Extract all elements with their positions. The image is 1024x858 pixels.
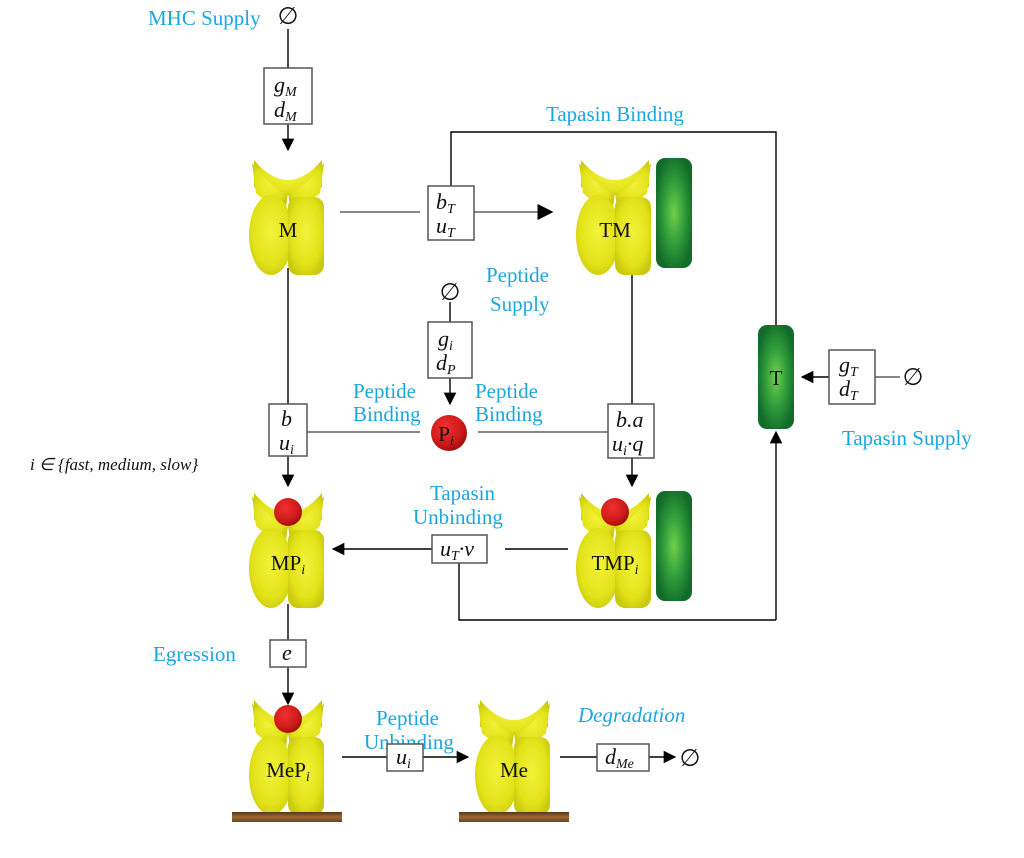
membrane-MePi: [232, 812, 342, 822]
rate-box-peptide-binding-m: b ui: [268, 403, 308, 458]
label-degradation: Degradation: [577, 703, 685, 727]
membrane-Me: [459, 812, 569, 822]
svg-text:uT: uT: [436, 213, 456, 241]
svg-text:ui·q: ui·q: [612, 431, 643, 459]
tapasin-binding-loop: [450, 131, 777, 325]
node-Me: Me: [475, 700, 550, 815]
label-tapasin-unbinding-2: Unbinding: [413, 505, 503, 529]
svg-text:gi: gi: [438, 326, 453, 354]
peptide-bound: [274, 705, 302, 733]
label-peptide-binding-right-1: Peptide: [475, 379, 538, 403]
rate-box-peptide-binding-tm: b.a ui·q: [607, 403, 655, 459]
label-mhc-supply: MHC Supply: [148, 6, 261, 30]
svg-text:dM: dM: [274, 97, 298, 125]
svg-text:dP: dP: [436, 350, 456, 378]
svg-text:dMe: dMe: [605, 744, 634, 772]
rate-box-peptide-unbinding: ui: [386, 743, 424, 772]
rate-box-tapasin-unbinding: uT·v: [431, 534, 488, 564]
svg-text:bT: bT: [436, 189, 456, 217]
label-peptide-supply-2: Supply: [490, 292, 550, 316]
node-T: T: [758, 325, 794, 429]
rate-box-egression: e: [269, 639, 307, 668]
node-MPi: MPi: [249, 493, 324, 608]
label-tapasin-binding: Tapasin Binding: [546, 102, 684, 126]
node-TM: TM: [576, 160, 651, 275]
label-peptide-binding-left-2: Binding: [353, 402, 421, 426]
svg-text:b: b: [281, 406, 292, 431]
empty-set-mhc-source: ∅: [278, 2, 299, 30]
rate-box-tapasin-binding: bT uT: [427, 185, 475, 241]
label-peptide-binding-right-2: Binding: [475, 402, 543, 426]
tapasin-return-line: [458, 563, 776, 621]
svg-text:Me: Me: [500, 758, 528, 782]
svg-text:e: e: [282, 640, 292, 665]
label-peptide-binding-left-1: Peptide: [353, 379, 416, 403]
rate-box-peptide-supply: gi dP: [427, 321, 473, 379]
node-MePi: MePi: [249, 700, 324, 815]
node-Pi: Pi: [431, 415, 467, 451]
tapasin-on-TMPi: [656, 491, 692, 601]
label-peptide-supply-1: Peptide: [486, 263, 549, 287]
node-TMPi: TMPi: [576, 493, 651, 608]
svg-text:ui: ui: [279, 430, 294, 458]
rate-box-mhc-supply: gM dM: [263, 67, 313, 125]
svg-text:TMPi: TMPi: [591, 551, 638, 578]
tapasin-on-TM: [656, 158, 692, 268]
svg-text:gT: gT: [839, 352, 859, 380]
svg-text:ui: ui: [396, 744, 411, 772]
svg-text:gM: gM: [274, 72, 298, 100]
index-set-note: i ∈ {fast, medium, slow}: [30, 455, 198, 474]
svg-text:Pi: Pi: [438, 422, 454, 449]
empty-set-degradation-sink: ∅: [680, 744, 701, 772]
empty-set-peptide-source: ∅: [440, 278, 461, 306]
svg-text:T: T: [770, 366, 783, 390]
label-egression: Egression: [153, 642, 236, 666]
svg-text:TM: TM: [599, 218, 631, 242]
svg-text:M: M: [279, 218, 298, 242]
label-peptide-unbinding-1: Peptide: [376, 706, 439, 730]
peptide-bound: [601, 498, 629, 526]
svg-text:b.a: b.a: [616, 407, 644, 432]
peptide-bound: [274, 498, 302, 526]
rate-box-tapasin-supply: gT dT: [828, 349, 876, 405]
rate-box-degradation: dMe: [596, 743, 650, 772]
node-M: M: [249, 160, 324, 275]
svg-text:MePi: MePi: [266, 758, 310, 785]
svg-text:uT·v: uT·v: [440, 536, 474, 564]
label-tapasin-supply: Tapasin Supply: [842, 426, 972, 450]
empty-set-tapasin-source: ∅: [903, 363, 924, 391]
svg-text:dT: dT: [839, 376, 859, 404]
label-tapasin-unbinding-1: Tapasin: [430, 481, 496, 505]
svg-text:MPi: MPi: [271, 551, 305, 578]
